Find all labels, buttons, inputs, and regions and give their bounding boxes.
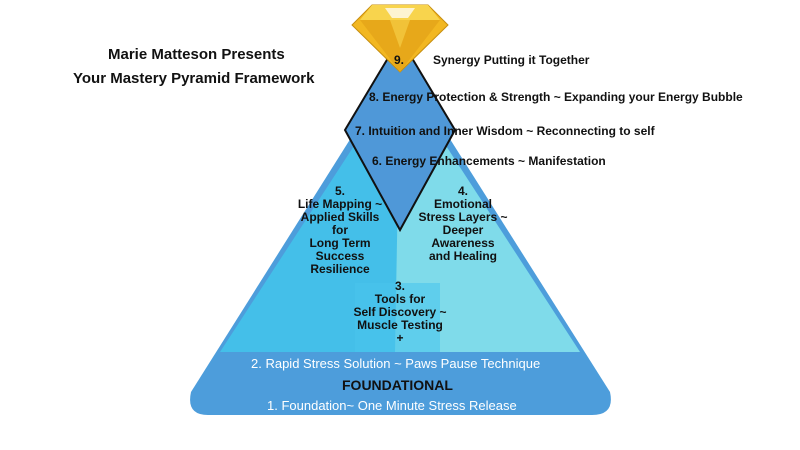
- level-5-label: 5. Life Mapping ~ Applied Skills for Lon…: [297, 184, 383, 276]
- level-8-label: 8. Energy Protection & Strength ~ Expand…: [369, 90, 743, 104]
- level-9-number: 9.: [394, 53, 405, 67]
- framework-title: Your Mastery Pyramid Framework: [73, 70, 315, 87]
- level-4-label: 4. Emotional Stress Layers ~ Deeper Awar…: [418, 184, 508, 263]
- tools-region: [355, 283, 440, 352]
- level-7-label: 7. Intuition and Inner Wisdom ~ Reconnec…: [355, 124, 655, 138]
- level-9-label: Synergy Putting it Together: [433, 53, 590, 67]
- diamond-gem-icon: [351, 4, 449, 73]
- level-1-label: 1. Foundation~ One Minute Stress Release: [267, 398, 517, 413]
- upper-diamond: [343, 36, 457, 233]
- foundational-heading: FOUNDATIONAL: [342, 377, 453, 393]
- level-6-label: 6. Energy Enhancements ~ Manifestation: [372, 154, 606, 168]
- level-2-label: 2. Rapid Stress Solution ~ Paws Pause Te…: [251, 356, 541, 371]
- presenter-title: Marie Matteson Presents: [108, 46, 285, 63]
- level-3-label: 3. Tools for Self Discovery ~ Muscle Tes…: [353, 279, 447, 345]
